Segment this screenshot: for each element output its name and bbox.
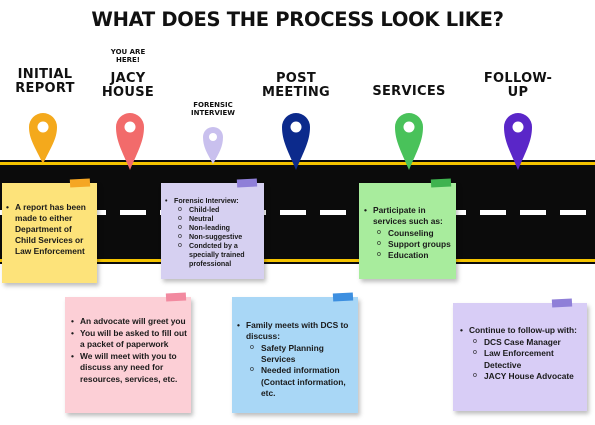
stage-label-services: SERVICES (372, 84, 446, 99)
note-list: Continue to follow-up with:DCS Case Mana… (459, 325, 583, 383)
note-list: Forensic Interview:Child-ledNeutralNon-l… (164, 197, 261, 269)
stage-label-follow-up: FOLLOW- UP (483, 71, 553, 101)
you-are-here-tag: YOU ARE HERE! (110, 48, 146, 65)
map-pin-icon-services (395, 113, 423, 170)
note-sub-bullet: Non-suggestive (164, 233, 261, 242)
stage-label-jacy-house: JACY HOUSE (101, 71, 155, 101)
map-pin-icon-post-meeting (282, 113, 310, 170)
note-sub-bullet: JACY House Advocate (459, 371, 583, 383)
note-sub-bullet: Counseling (363, 228, 452, 239)
map-pin-icon-follow-up (504, 113, 532, 170)
note-bullet: We will meet with you to discuss any nee… (70, 351, 187, 386)
pin-shape (203, 127, 223, 164)
note-sub-bullet: Neutral (164, 215, 261, 224)
pin-shape (504, 113, 532, 170)
note-initial-report: A report has been made to either Departm… (2, 178, 97, 283)
pin-shape (29, 113, 57, 164)
note-tape (332, 292, 354, 302)
note-bullet: Family meets with DCS to discuss: (236, 320, 354, 343)
note-tape (551, 298, 573, 308)
note-list: Participate in services such as:Counseli… (363, 205, 452, 262)
note-sub-bullet: Education (363, 250, 452, 261)
note-sub-bullet: Safety Planning Services (236, 343, 354, 366)
note-bullet: Forensic Interview: (164, 197, 261, 206)
note-tape (236, 178, 258, 188)
pin-shape (282, 113, 310, 170)
note-tape (69, 178, 91, 188)
road-bottom-edge (0, 259, 595, 262)
note-tape (165, 292, 187, 302)
note-bullet: Continue to follow-up with: (459, 325, 583, 337)
road-center-dashes (0, 210, 595, 215)
note-bullet: Participate in services such as: (363, 205, 452, 228)
note-tape (430, 178, 452, 188)
note-sub-bullet: Child-led (164, 206, 261, 215)
note-list: An advocate will greet youYou will be as… (70, 316, 187, 386)
pin-shape (395, 113, 423, 170)
note-forensic-interview: Forensic Interview:Child-ledNeutralNon-l… (161, 178, 264, 279)
stage-label-post-meeting: POST MEETING (261, 71, 331, 101)
note-follow-up: Continue to follow-up with:DCS Case Mana… (453, 298, 587, 411)
note-sub-bullet: Condcted by a specially trained professi… (164, 242, 261, 269)
note-bullet: You will be asked to fill out a packet o… (70, 328, 187, 351)
stage-label-forensic-interview: FORENSIC INTERVIEW (191, 101, 235, 118)
stage-label-initial-report: INITIAL REPORT (15, 67, 75, 97)
note-bullet: A report has been made to either Departm… (5, 202, 93, 257)
note-list: Family meets with DCS to discuss:Safety … (236, 320, 354, 399)
note-bullet: An advocate will greet you (70, 316, 187, 328)
note-list: A report has been made to either Departm… (5, 202, 93, 257)
note-services: Participate in services such as:Counseli… (359, 178, 456, 279)
note-sub-bullet: Needed information (Contact information,… (236, 365, 354, 399)
note-sub-bullet: Non-leading (164, 224, 261, 233)
note-sub-bullet: Law Enforcement Detective (459, 348, 583, 371)
note-sub-bullet: DCS Case Manager (459, 337, 583, 349)
pin-shape (116, 113, 144, 170)
page-title: WHAT DOES THE PROCESS LOOK LIKE? (91, 8, 504, 31)
note-jacy-house: An advocate will greet youYou will be as… (65, 292, 191, 413)
note-sub-bullet: Support groups (363, 239, 452, 250)
map-pin-icon-forensic-interview (203, 127, 223, 164)
map-pin-icon-initial-report (29, 113, 57, 164)
note-post-meeting: Family meets with DCS to discuss:Safety … (232, 292, 358, 413)
map-pin-icon-jacy-house (116, 113, 144, 170)
